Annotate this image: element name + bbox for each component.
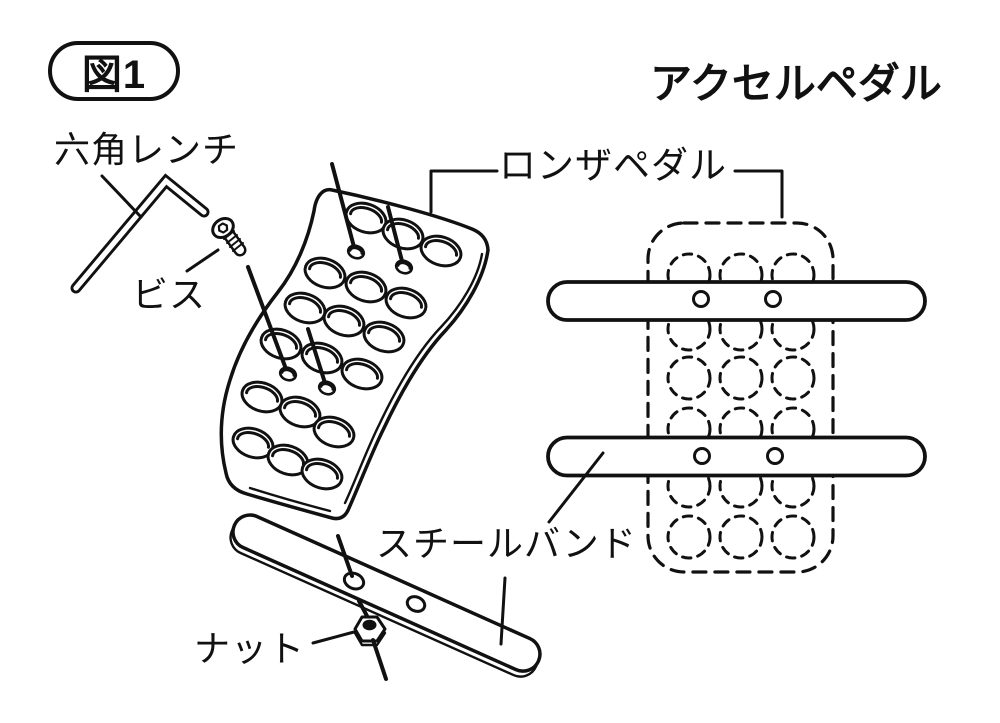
bolt-lines-drawing [246,162,404,385]
band-top-drawing [546,280,927,322]
figure-number-badge: 図1 [48,41,180,101]
accel-pedal-drawing [219,162,490,521]
leader-lines [100,169,784,646]
leader-nut [311,630,356,645]
bracket-lonza-left [429,169,499,214]
leader-steel-band-left [499,576,507,646]
band-bottom-drawing [546,435,927,478]
bracket-lonza-right [733,169,784,219]
label-screw: ビス [132,274,207,315]
pedal-outline-dashed-drawing [646,221,835,574]
label-nut: ナット [194,628,306,669]
label-lonza-pedal: ロンザペダル [499,145,727,186]
leader-hex-wrench [100,174,143,219]
nut-drawing [353,599,388,681]
screw-drawing [211,216,247,257]
leader-screw [185,248,220,273]
hex-wrench-drawing [70,173,210,294]
leader-steel-band-right [547,451,605,524]
label-steel-band: スチールバンド [376,523,637,564]
label-hex-wrench: 六角レンチ [54,129,240,170]
steel-band-drawing [229,513,542,678]
diagram-title: アクセルペダル [650,60,942,107]
